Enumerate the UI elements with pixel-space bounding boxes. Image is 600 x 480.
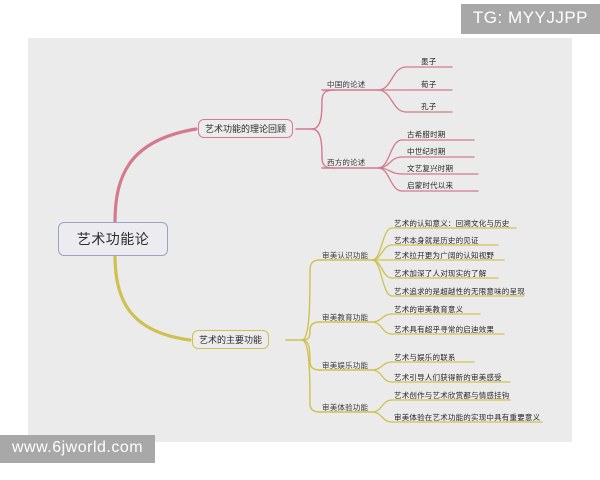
leaf-since-enlightenment[interactable]: 启蒙时代以来 [407, 181, 454, 190]
leaf-art-is-witness-of-history[interactable]: 艺术本身就是历史的见证 [394, 236, 479, 245]
watermark-bottom-left: www.6jworld.com [0, 435, 156, 463]
leaf-middle-ages[interactable]: 中世纪时期 [407, 147, 446, 156]
leaf-deepen-understanding-of-reality[interactable]: 艺术加深了人对现实的了解 [394, 269, 487, 278]
leaf-xunzi[interactable]: 荀子 [421, 80, 437, 89]
leaf-creation-appreciation-emotion[interactable]: 艺术创作与艺术欣赏都与情感挂钩 [394, 391, 510, 400]
leaf-new-aesthetic-feelings[interactable]: 艺术引导人们获得新的审美感受 [394, 373, 502, 382]
leaf-confucius[interactable]: 孔子 [421, 102, 437, 111]
group-label-aesthetic-experience[interactable]: 审美体验功能 [322, 403, 369, 412]
leaf-broader-cognitive-horizon[interactable]: 艺术拉开更为广阔的认知视野 [394, 251, 495, 260]
group-label-aesthetic-cognition[interactable]: 审美认识功能 [322, 251, 369, 260]
leaf-renaissance[interactable]: 文艺复兴时期 [407, 164, 454, 173]
leaf-cognitive-meaning-culture-history[interactable]: 艺术的认知意义：回溯文化与历史 [394, 219, 510, 228]
leaf-mozi[interactable]: 墨子 [421, 57, 437, 66]
branch-node-main-functions[interactable]: 艺术的主要功能 [192, 330, 270, 349]
group-label-aesthetic-entertainment[interactable]: 审美娱乐功能 [322, 361, 369, 370]
leaf-ancient-greece[interactable]: 古希腊时期 [407, 130, 446, 139]
group-label-chinese-discourse[interactable]: 中国的论述 [327, 80, 366, 89]
leaf-aesthetic-experience-importance[interactable]: 审美体验在艺术功能的实现中具有重要意义 [394, 413, 541, 422]
branch-node-theory-review[interactable]: 艺术功能的理论回顾 [198, 119, 294, 138]
watermark-top-right: TG: MYYJJPP [460, 4, 600, 34]
group-label-western-discourse[interactable]: 西方的论述 [327, 158, 366, 167]
leaf-extraordinary-enlightening-effect[interactable]: 艺术具有超乎寻常的启迪效果 [394, 325, 495, 334]
root-node[interactable]: 艺术功能论 [58, 222, 168, 256]
group-label-aesthetic-education[interactable]: 审美教育功能 [322, 313, 369, 322]
leaf-transcendent-infinite-meaning[interactable]: 艺术追求的是超越性的无限意味的呈现 [394, 287, 525, 296]
leaf-art-and-entertainment-link[interactable]: 艺术与娱乐的联系 [394, 353, 456, 362]
leaf-aesthetic-education-meaning[interactable]: 艺术的审美教育意义 [394, 305, 464, 314]
